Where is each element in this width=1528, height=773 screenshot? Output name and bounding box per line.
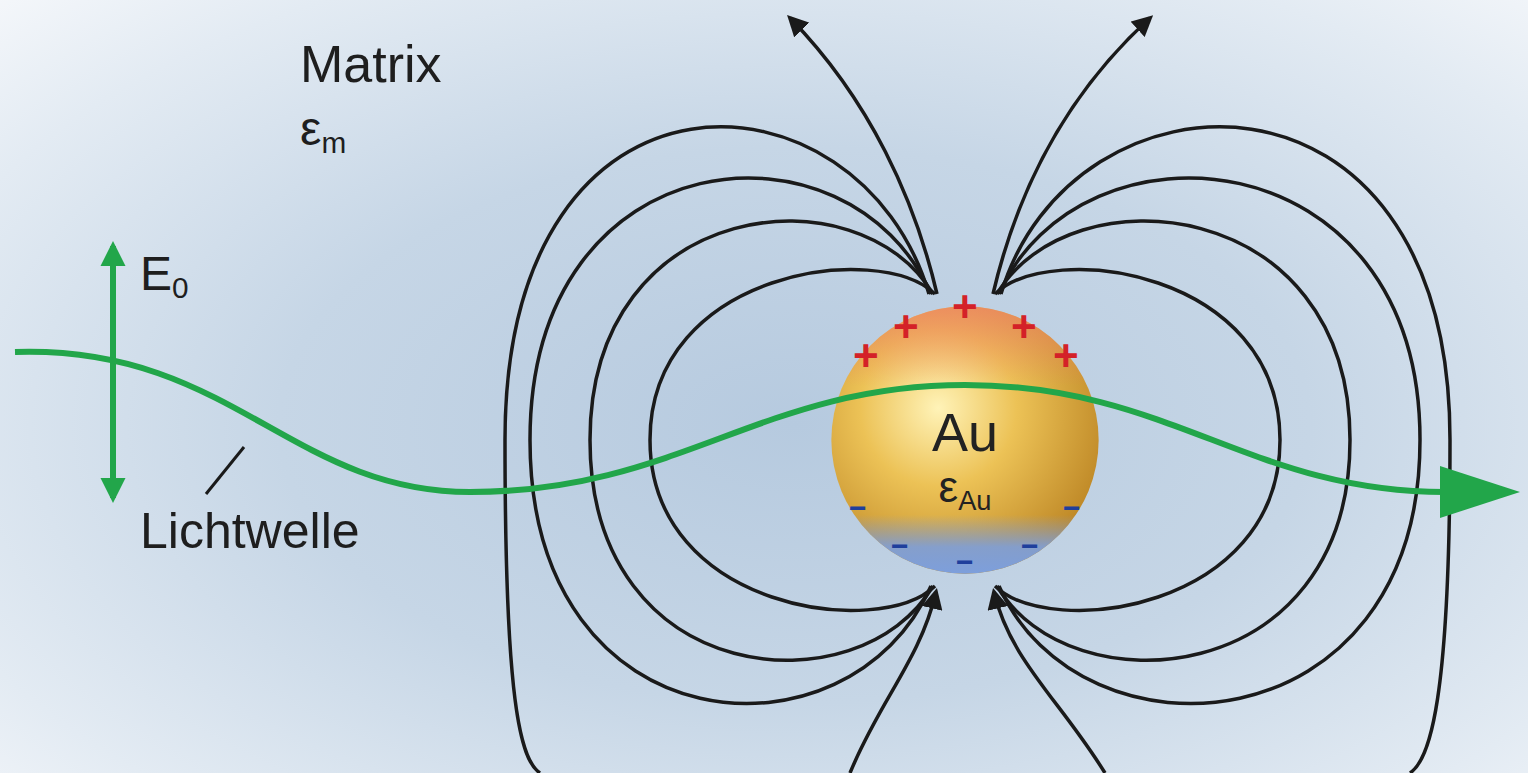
positive-charge: + <box>1053 334 1079 378</box>
symbol-base: E <box>140 247 172 300</box>
positive-charge: + <box>1011 305 1037 349</box>
light-wave-head <box>1440 466 1520 518</box>
negative-charge: − <box>849 493 867 523</box>
light-wave-path <box>15 352 1445 492</box>
positive-charge: + <box>853 334 879 378</box>
symbol-subscript: m <box>321 126 346 159</box>
permittivity-label: εm <box>300 105 346 153</box>
symbol-base: ε <box>300 102 321 155</box>
field-lines <box>505 18 1450 773</box>
region-label: Matrix <box>300 38 442 90</box>
leader-line <box>206 447 244 494</box>
negative-charge: − <box>956 547 974 577</box>
negative-charge: − <box>1021 531 1039 561</box>
field-amplitude-label: E0 <box>140 250 189 298</box>
symbol-base: ε <box>939 462 959 511</box>
symbol-subscript: 0 <box>172 271 189 304</box>
polarization-arrow <box>110 246 116 498</box>
positive-charge: + <box>952 285 978 329</box>
symbol-subscript: Au <box>958 484 991 515</box>
positive-charge: + <box>893 305 919 349</box>
wave-label: Lichtwelle <box>140 506 360 556</box>
negative-charge: − <box>891 531 909 561</box>
material-label: Au <box>932 403 998 462</box>
negative-charge: − <box>1063 493 1081 523</box>
permittivity-label: εAu <box>939 463 992 511</box>
